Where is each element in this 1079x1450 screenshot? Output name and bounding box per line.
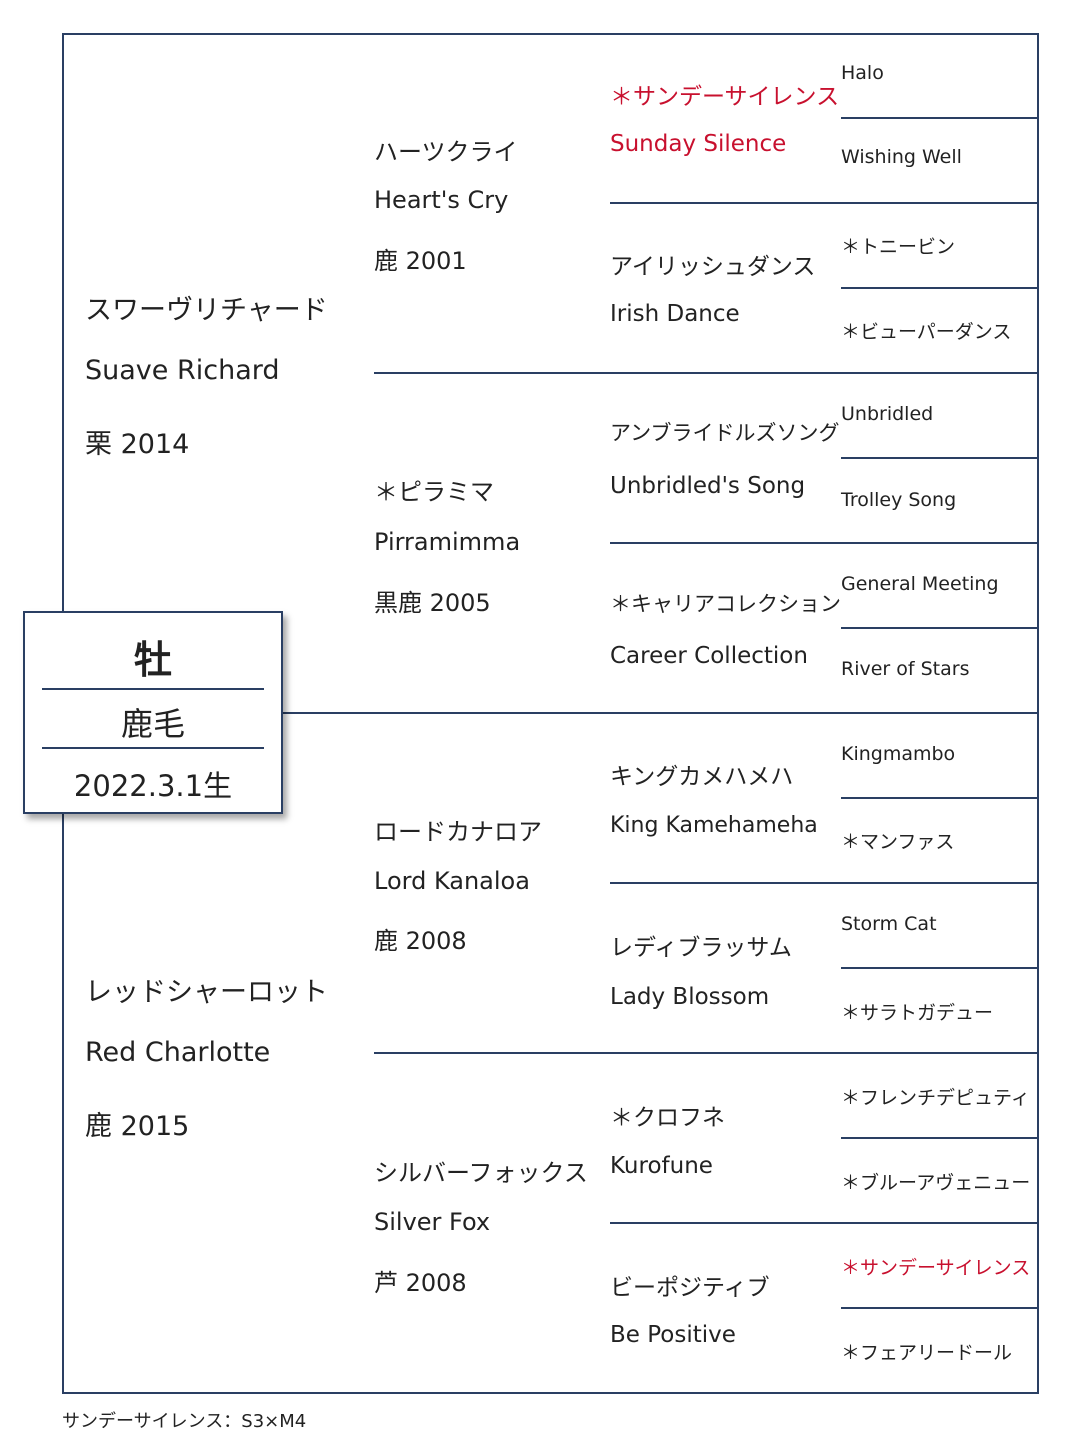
gen4-name: General Meeting — [841, 573, 999, 595]
gen3-divider — [610, 1222, 1038, 1224]
gen4-name: ＊ビューパーダンス — [841, 321, 1012, 343]
gen2-name-jp: ハーツクライ — [374, 138, 518, 166]
sire-name-en: Suave Richard — [85, 355, 280, 386]
gen4-name: ＊フレンチデピュティ — [841, 1087, 1030, 1109]
foal-birthdate: 2022.3.1生 — [73, 769, 233, 803]
gen4-name: River of Stars — [841, 658, 970, 680]
gen3-name-jp: アンブライドルズソング — [610, 421, 840, 445]
gen3-name-jp: ＊サンデーサイレンス — [610, 84, 840, 110]
gen2-name-en: Heart's Cry — [374, 186, 509, 214]
sire-info: 栗 2014 — [85, 429, 190, 460]
gen3-name-en: King Kamehameha — [610, 813, 818, 838]
gen4-name: ＊マンファス — [841, 831, 955, 853]
gen3-name-jp: レディブラッサム — [610, 935, 792, 961]
gen4-name: Unbridled — [841, 403, 934, 425]
dam-name-en: Red Charlotte — [85, 1037, 271, 1068]
gen2-name-jp: ＊ピラミマ — [374, 478, 494, 506]
gen2-name-jp: ロードカナロア — [374, 818, 542, 846]
gen3-name-jp: ＊キャリアコレクション — [610, 592, 841, 616]
dam-name-jp: レッドシャーロット — [85, 977, 328, 1008]
gen4-name: ＊ブルーアヴェニュー — [841, 1172, 1031, 1194]
gen4-divider — [841, 457, 1038, 459]
gen3-name-en: Kurofune — [610, 1153, 713, 1179]
gen3-name-en: Unbridled's Song — [610, 473, 806, 499]
gen4-divider — [841, 797, 1038, 799]
gen3-name-jp: ＊クロフネ — [610, 1105, 725, 1131]
gen3-name-en: Be Positive — [610, 1322, 736, 1348]
gen4-divider — [841, 967, 1038, 969]
gen4-divider — [841, 287, 1038, 289]
sire-name-jp: スワーヴリチャード — [85, 295, 328, 326]
gen3-divider — [610, 882, 1038, 884]
foal-info-box: 牡 鹿毛 2022.3.1生 — [23, 611, 283, 814]
gen2-info: 鹿 2008 — [374, 927, 467, 955]
gen2-info: 芦 2008 — [374, 1269, 467, 1297]
gen2-name-en: Silver Fox — [374, 1208, 491, 1236]
gen4-divider — [841, 1307, 1038, 1309]
gen4-divider — [841, 627, 1038, 629]
foal-box-divider — [42, 688, 264, 690]
gen4-name: Wishing Well — [841, 146, 962, 168]
gen2-divider — [374, 1052, 1038, 1054]
foal-sex: 牡 — [133, 638, 172, 682]
gen3-name-jp: ビーポジティブ — [610, 1275, 770, 1301]
gen2-info: 黒鹿 2005 — [374, 589, 491, 617]
gen4-name: ＊サンデーサイレンス — [841, 1257, 1031, 1279]
gen4-divider — [841, 117, 1038, 119]
gen2-name-jp: シルバーフォックス — [374, 1159, 588, 1187]
gen4-name: ＊トニービン — [841, 236, 956, 258]
gen4-name: Kingmambo — [841, 743, 956, 765]
gen2-info: 鹿 2001 — [374, 247, 467, 275]
sire-dam-divider — [283, 712, 1038, 714]
gen3-divider — [610, 542, 1038, 544]
gen4-divider — [841, 1137, 1038, 1139]
gen4-name: ＊サラトガデュー — [841, 1002, 994, 1024]
gen3-divider — [610, 202, 1038, 204]
gen2-divider — [374, 372, 1038, 374]
gen3-name-en: Career Collection — [610, 643, 808, 669]
gen2-name-en: Lord Kanaloa — [374, 867, 530, 895]
foal-color: 鹿毛 — [120, 705, 185, 743]
gen4-name: Trolley Song — [841, 489, 957, 511]
gen4-name: Halo — [841, 62, 884, 84]
gen3-name-en: Lady Blossom — [610, 984, 770, 1010]
gen2-name-en: Pirramimma — [374, 528, 521, 556]
foal-box-divider — [42, 747, 264, 749]
gen4-name: ＊フェアリードール — [841, 1342, 1013, 1364]
gen3-name-en: Sunday Silence — [610, 131, 787, 157]
inbreeding-note: サンデーサイレンス：S3×M4 — [62, 1411, 307, 1432]
gen3-name-jp: アイリッシュダンス — [610, 254, 816, 280]
gen3-name-jp: キングカメハメハ — [610, 764, 794, 790]
gen4-name: Storm Cat — [841, 913, 937, 935]
dam-info: 鹿 2015 — [85, 1111, 190, 1142]
gen3-name-en: Irish Dance — [610, 301, 740, 327]
